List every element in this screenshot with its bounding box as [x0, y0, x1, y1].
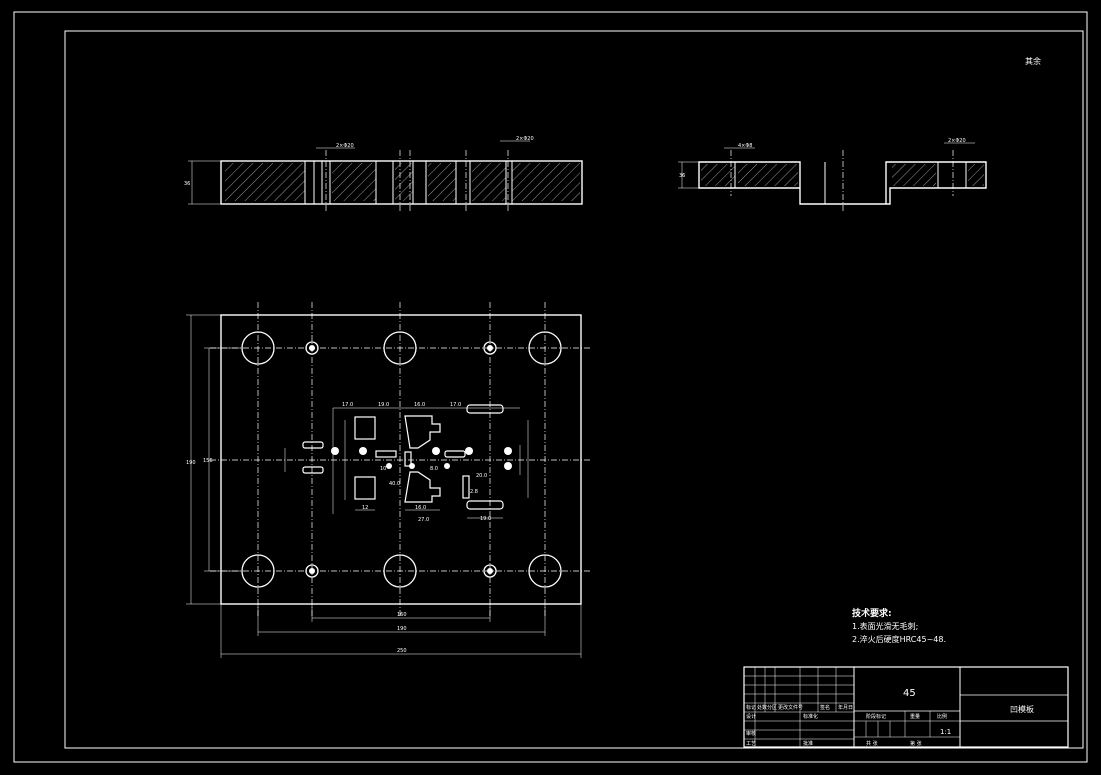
dim-top-thickness: 36: [184, 181, 190, 187]
tb-label-5: 年月日: [838, 704, 853, 711]
dim-d1: 17.0: [342, 402, 353, 408]
dim-left-outer: 190: [186, 460, 196, 466]
dim-d2: 19.0: [378, 402, 389, 408]
dim-hole-b: 2×Φ20: [516, 136, 534, 142]
tb-label-7: 标准化: [803, 713, 818, 720]
tech-req-title: 技术要求:: [852, 607, 892, 619]
tb-label-14: 共 张: [866, 740, 878, 747]
dim-d11: 40.0: [389, 481, 400, 487]
dim-d4: 17.0: [450, 402, 461, 408]
dim-d13: 2.8: [470, 489, 478, 495]
dim-d10: 20.0: [476, 473, 487, 479]
tb-label-12: 工艺: [746, 741, 756, 747]
tb-label-2: 分区: [767, 704, 777, 711]
material-label: 45: [903, 688, 916, 699]
section-view-side: 36 4×Φ8 2×Φ20: [678, 138, 987, 212]
dim-d8: 19.0: [480, 516, 491, 522]
dim-hole-c: 4×Φ8: [738, 143, 753, 149]
dim-hole-d: 2×Φ20: [948, 138, 966, 144]
die-cavities: [302, 404, 504, 510]
tech-requirements: 技术要求: 1.表面光滑无毛刺; 2.淬火后硬度HRC45~48.: [852, 607, 946, 644]
dim-side-thickness: 36: [679, 173, 685, 179]
tb-label-8: 阶段标记: [866, 713, 886, 720]
dim-bottom-inner: 160: [397, 612, 407, 618]
tb-label-1: 处数: [757, 704, 767, 711]
tb-scale: 1:1: [940, 728, 951, 736]
corner-note: 其余: [1025, 56, 1041, 66]
title-block-labels: 标记 处数 分区 更改文件号 签名 年月日 设计 标准化 阶段标记 重量 比例 …: [746, 704, 947, 747]
section-view-top: 36 2×Φ20 2×Φ20: [184, 136, 583, 212]
inner-frame: [64, 30, 1084, 749]
dim-d9: 10: [380, 466, 386, 472]
part-name: 凹模板: [1010, 704, 1034, 714]
plan-view: 17.0 19.0 16.0 17.0 16.0 27.0 12 19.0 10…: [186, 302, 592, 658]
tb-label-3: 更改文件号: [778, 704, 803, 711]
tb-label-6: 设计: [746, 713, 756, 720]
tech-req-item2: 2.淬火后硬度HRC45~48.: [852, 634, 946, 644]
tb-label-10: 比例: [937, 713, 947, 720]
tb-label-11: 审核: [746, 730, 756, 737]
tb-label-15: 第 张: [910, 740, 922, 747]
dim-d6: 27.0: [418, 517, 429, 523]
dim-left-inner: 156: [203, 458, 213, 464]
dim-hole-a: 2×Φ20: [336, 143, 354, 149]
tb-label-4: 签名: [820, 704, 830, 711]
dim-d12: 8.0: [430, 466, 438, 472]
outer-border: [13, 11, 1088, 763]
tech-req-item1: 1.表面光滑无毛刺;: [852, 621, 918, 631]
dim-bottom-overall: 250: [397, 648, 407, 654]
title-block: [743, 666, 1069, 748]
dim-d5: 16.0: [415, 505, 426, 511]
tb-label-0: 标记: [746, 704, 756, 711]
tb-label-13: 批准: [803, 740, 813, 747]
tb-label-9: 重量: [910, 713, 920, 720]
dim-d3: 16.0: [414, 402, 425, 408]
dim-d7: 12: [362, 505, 368, 511]
dim-bottom-mid: 190: [397, 626, 407, 632]
